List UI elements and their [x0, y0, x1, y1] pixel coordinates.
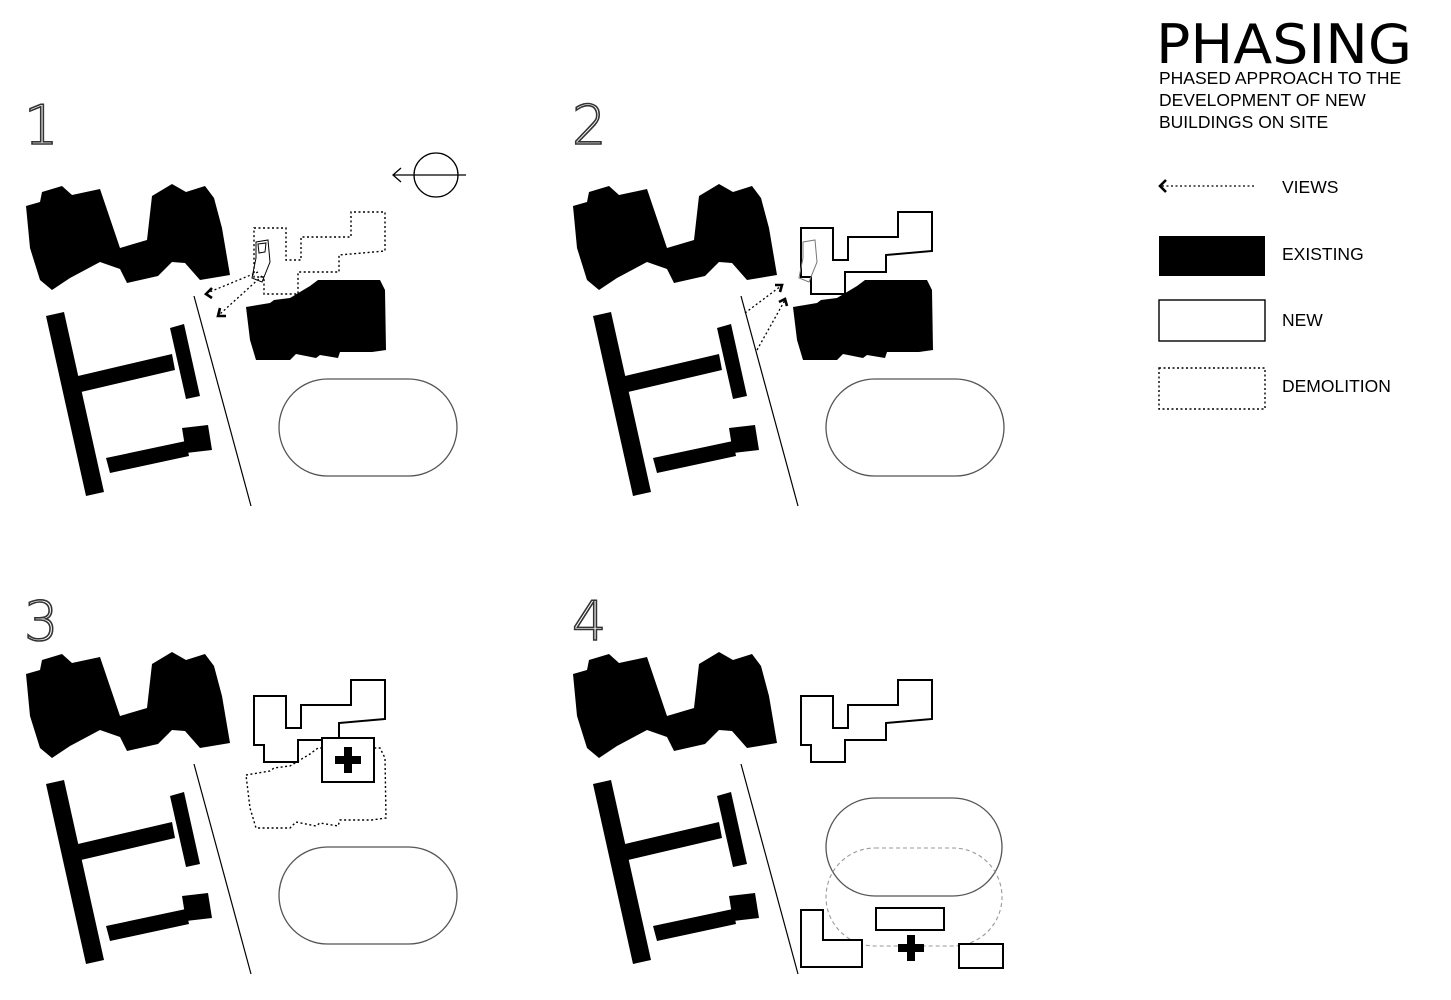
existing-building-north [573, 652, 777, 758]
demolished-track-outline [825, 847, 1003, 947]
legend-label-new: NEW [1282, 310, 1323, 330]
small-structure [251, 239, 271, 283]
phase-4-plan: 4 [571, 589, 1004, 975]
running-track [825, 797, 1003, 897]
medical-cross-icon [898, 935, 924, 961]
new-building [800, 679, 933, 763]
existing-building-north [26, 652, 230, 758]
running-track [278, 378, 458, 477]
road-line [193, 295, 252, 507]
road-line [740, 763, 799, 975]
phase-label: 1 [24, 94, 58, 157]
phase-3-plan: 3 [23, 589, 458, 975]
legend-views: VIEWS [1158, 177, 1338, 197]
new-building-bar [875, 907, 945, 931]
subtitle-line-2: DEVELOPMENT OF NEW [1159, 90, 1366, 110]
legend: VIEWS EXISTING NEW DEMOLITION [1158, 177, 1391, 410]
phase-label: 3 [24, 590, 58, 653]
existing-building-north [573, 184, 777, 290]
running-track [825, 378, 1005, 477]
running-track [278, 846, 458, 945]
road-line [740, 295, 799, 507]
phase-label: 2 [572, 94, 606, 157]
existing-building-west [46, 312, 212, 496]
existing-swatch [1159, 236, 1265, 276]
new-building-l-shape [800, 909, 863, 968]
existing-building-west [593, 312, 759, 496]
existing-building-south [246, 280, 386, 360]
existing-building-north [26, 184, 230, 290]
subtitle-line-1: PHASED APPROACH TO THE [1159, 68, 1401, 88]
legend-new: NEW [1158, 299, 1323, 342]
legend-label-views: VIEWS [1282, 177, 1338, 197]
new-swatch [1158, 299, 1266, 342]
phase-2-plan: 2 [571, 93, 1005, 507]
page-title: PHASING [1156, 13, 1412, 76]
subtitle-line-3: BUILDINGS ON SITE [1159, 112, 1328, 132]
road-line [193, 763, 252, 975]
legend-demolition: DEMOLITION [1158, 367, 1391, 410]
arrow-left-icon [1158, 179, 1167, 193]
views-arrows [744, 283, 789, 351]
legend-label-demolition: DEMOLITION [1282, 376, 1391, 396]
phase-label: 4 [572, 590, 606, 653]
existing-building-west [46, 780, 212, 964]
existing-building-west [593, 780, 759, 964]
legend-existing: EXISTING [1159, 236, 1364, 276]
phase-1-plan: 1 [23, 93, 466, 507]
legend-label-existing: EXISTING [1282, 244, 1364, 264]
demolition-swatch [1158, 367, 1266, 410]
demolition-outline [253, 211, 386, 295]
views-arrows [203, 271, 263, 318]
north-arrow-icon [392, 152, 466, 198]
small-structure [798, 239, 818, 283]
demolition-outline [245, 747, 387, 829]
new-building-small [958, 943, 1004, 969]
